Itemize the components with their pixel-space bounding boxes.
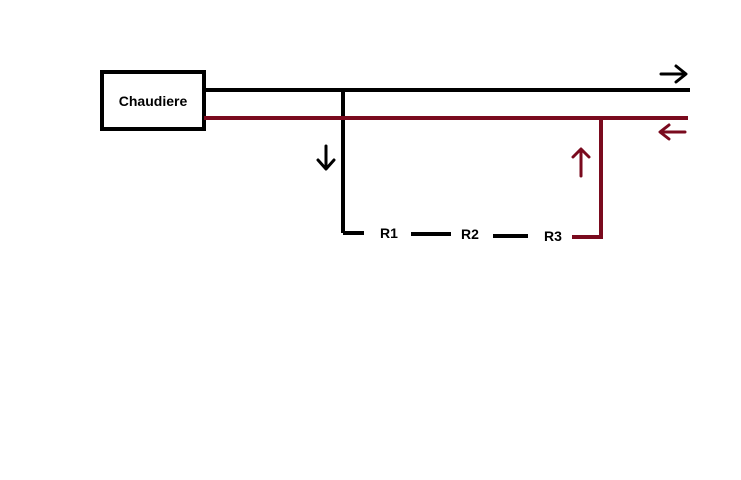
radiator-r3-label: R3 xyxy=(544,228,562,244)
flow-arrows xyxy=(316,64,688,178)
boiler-box xyxy=(100,70,206,131)
arrow-right-icon xyxy=(659,64,688,84)
radiator-r1-label: R1 xyxy=(380,225,398,241)
radiator-r2-label: R2 xyxy=(461,226,479,242)
boiler-label: Chaudiere xyxy=(119,93,188,109)
arrow-up-icon xyxy=(571,147,591,178)
boiler: Chaudiere xyxy=(100,70,206,131)
arrow-left-icon xyxy=(658,123,687,141)
arrow-down-icon xyxy=(316,144,336,171)
return-pipe xyxy=(204,116,688,239)
supply-pipe xyxy=(204,88,690,238)
radiators: R1 R2 R3 xyxy=(380,225,562,244)
